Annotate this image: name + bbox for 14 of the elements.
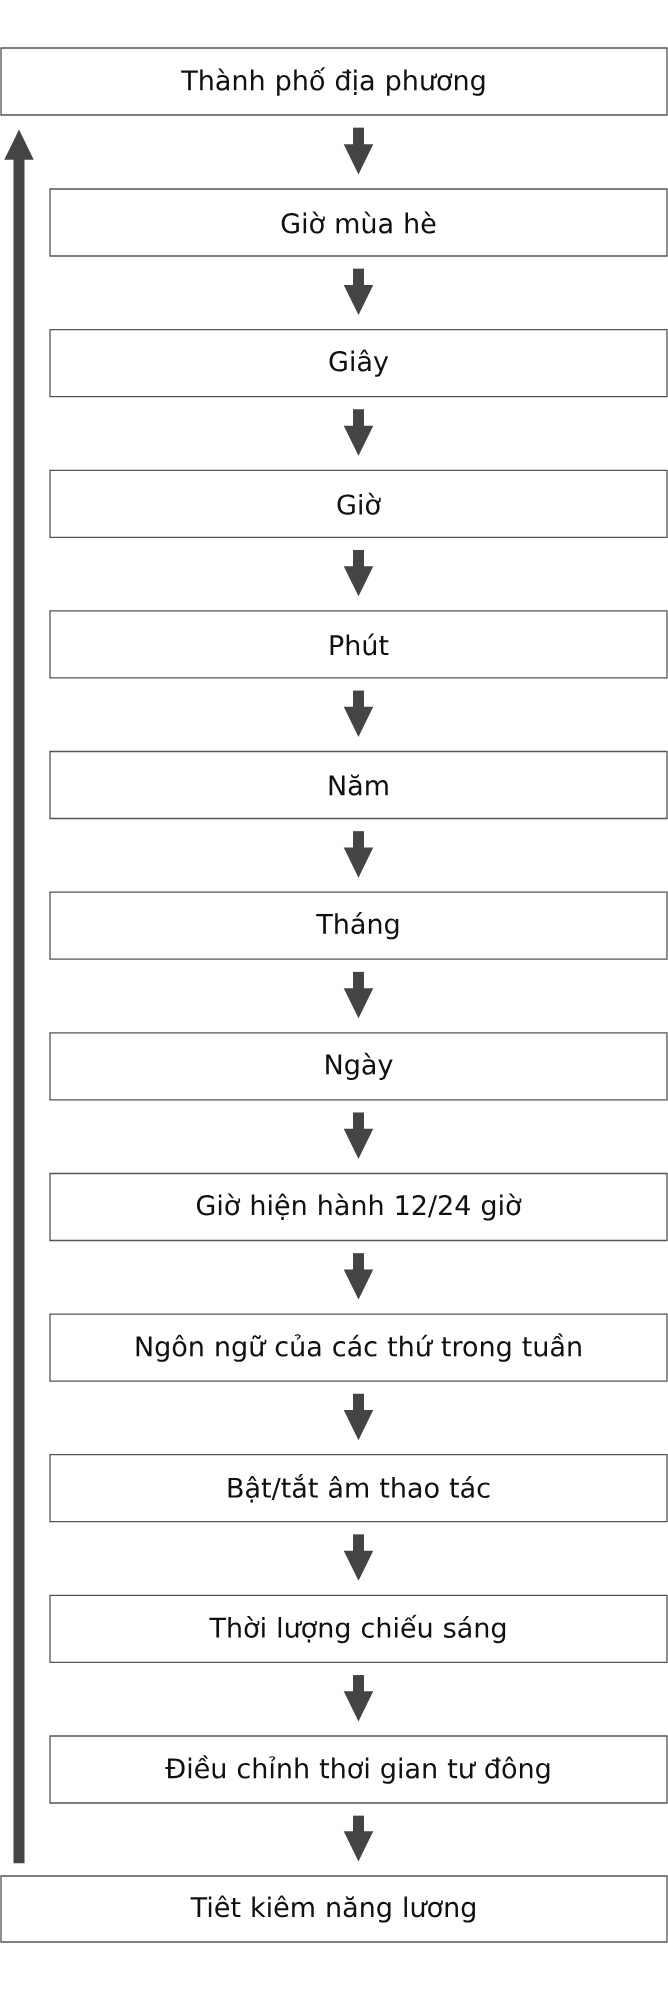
process-box: Điều chỉnh thơi gian tư đông bbox=[49, 1735, 668, 1804]
process-box: Năm bbox=[49, 750, 668, 820]
process-box: Tháng bbox=[49, 891, 668, 960]
process-box: Ngôn ngữ của các thứ trong tuần bbox=[49, 1313, 668, 1382]
process-box: Thành phố địa phương bbox=[0, 47, 668, 116]
process-box: Giờ bbox=[49, 469, 668, 538]
process-box: Thời lượng chiếu sáng bbox=[49, 1594, 668, 1664]
process-box: Giây bbox=[49, 328, 668, 398]
process-box: Tiêt kiêm năng lương bbox=[0, 1875, 668, 1943]
process-box: Phút bbox=[49, 610, 668, 679]
process-box: Giờ hiện hành 12/24 giờ bbox=[49, 1172, 668, 1242]
process-box: Giờ mùa hè bbox=[49, 188, 668, 257]
process-box: Ngày bbox=[49, 1032, 668, 1101]
process-box: Bật/tắt âm thao tác bbox=[49, 1454, 668, 1523]
